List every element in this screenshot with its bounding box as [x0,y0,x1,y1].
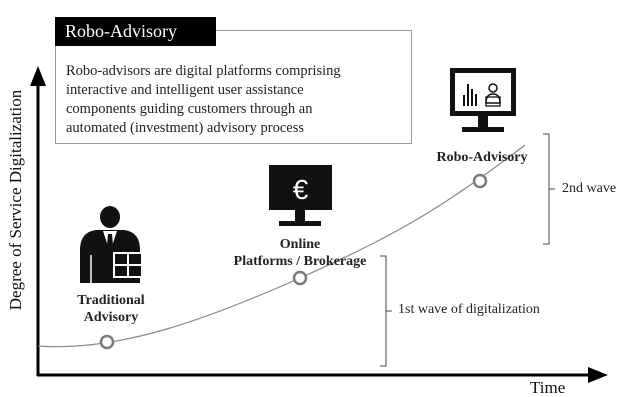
advisor-person-icon [80,206,143,283]
stage-label-line: Traditional [77,293,145,308]
stage-label-online: Online Platforms / Brokerage [210,236,390,270]
stage-marker-online [292,270,308,286]
definition-title: Robo-Advisory [55,17,216,46]
svg-text:€: € [293,174,309,205]
wave-label-second: 2nd wave [562,181,617,196]
stage-label-line: Advisory [83,310,139,325]
definition-line: components guiding customers through an [66,101,313,117]
stage-label-line: Robo-Advisory [436,150,528,165]
first-wave-bracket [380,255,392,367]
stage-marker-traditional [99,334,115,350]
stage-label-line: Online [279,237,321,252]
definition-line: Robo-advisors are digital platforms comp… [66,63,341,79]
x-axis-arrowhead [588,367,608,383]
wave-label-first: 1st wave of digitalization [398,302,540,317]
definition-text: Robo-advisors are digital platforms comp… [66,62,406,138]
definition-line: automated (investment) advisory process [66,120,304,136]
y-axis-label: Degree of Service Digitalization [6,89,25,311]
x-axis-label: Time [530,378,566,397]
stage-marker-robo [472,173,488,189]
euro-monitor-icon: € [269,165,332,226]
definition-box [55,30,412,144]
definition-line: interactive and intelligent user assista… [66,82,304,98]
second-wave-bracket [543,133,555,245]
stage-label-robo: Robo-Advisory [420,149,544,166]
stage-label-line: Platforms / Brokerage [233,254,367,269]
analytics-monitor-icon [450,68,516,132]
y-axis-arrowhead [30,66,46,86]
stage-label-traditional: Traditional Advisory [51,292,171,326]
